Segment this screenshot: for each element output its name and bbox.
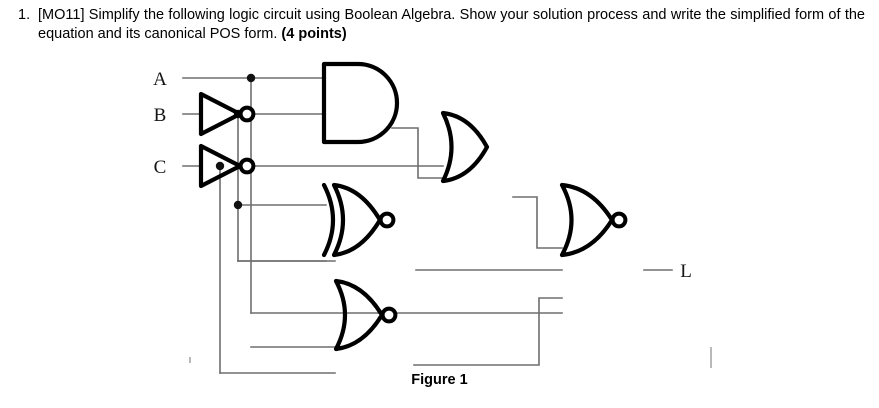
- not-gate-b-bubble: [238, 105, 256, 123]
- wire-nor1-out: [413, 297, 563, 366]
- xnor-gate-1: [321, 182, 396, 258]
- and-gate-1-body: [321, 61, 400, 145]
- or-gate-1: [440, 110, 490, 184]
- question-prompt: [MO11] Simplify the following logic circ…: [38, 7, 865, 42]
- wire-and-out: [391, 127, 444, 179]
- scan-artifact-right: [710, 347, 712, 368]
- or-gate-1-body: [440, 110, 490, 184]
- nor-gate-1: [333, 278, 398, 352]
- and-gate-1: [321, 61, 400, 145]
- output-label-l: L: [680, 261, 692, 282]
- figure-caption: Figure 1: [411, 372, 468, 388]
- question-block: 1. [MO11] Simplify the following logic c…: [0, 0, 879, 44]
- junction-dot-a: [246, 73, 256, 83]
- input-label-b: B: [154, 105, 167, 126]
- junction-dot-cnot: [215, 161, 225, 171]
- nor-gate-1-bubble: [380, 306, 398, 324]
- not-gate-c-body: [198, 143, 243, 189]
- not-gate-c-bubble: [238, 157, 256, 175]
- not-gate-b-body: [198, 91, 243, 137]
- nor-gate-out: [559, 182, 628, 258]
- not-gate-b: [198, 91, 256, 137]
- not-gate-c: [198, 143, 256, 189]
- nor-gate-out-bubble: [610, 211, 628, 229]
- nor-gate-1-body: [333, 278, 385, 352]
- question-text: [MO11] Simplify the following logic circ…: [38, 6, 869, 44]
- figure-1: A B C L Figure 1: [0, 50, 879, 408]
- question-points: (4 points): [281, 26, 347, 42]
- nor-gate-out-body: [559, 182, 615, 258]
- junction-dot-xnor-in: [233, 200, 243, 210]
- input-label-c: C: [154, 157, 167, 178]
- xnor-gate-1-body: [331, 182, 383, 258]
- question-number: 1.: [18, 7, 31, 23]
- wire-group: [182, 77, 673, 374]
- wire-or-out: [512, 196, 563, 249]
- xnor-gate-1-extra-arc: [321, 182, 335, 258]
- input-label-a: A: [153, 69, 167, 90]
- scan-artifact-left: [189, 357, 191, 363]
- junction-dot-group: [215, 73, 256, 210]
- gate-group: [198, 61, 628, 352]
- logic-circuit-diagram: A B C L: [153, 61, 692, 374]
- xnor-gate-1-bubble: [378, 211, 396, 229]
